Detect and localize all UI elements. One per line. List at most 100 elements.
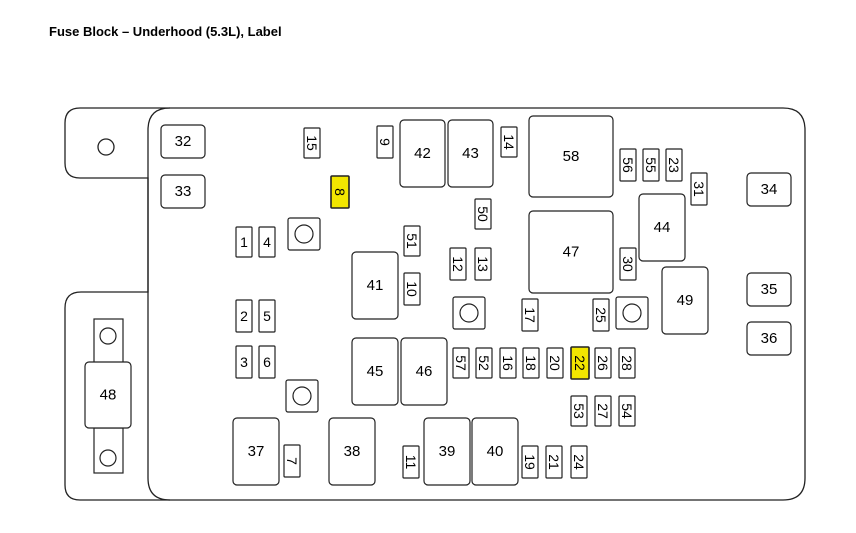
fuse-33-label: 33 [175,183,192,200]
fuse-2-label: 2 [240,308,248,324]
fuse-17-body [521,298,539,332]
bolt-stud [615,296,649,330]
fuse-1: 1 [235,226,253,258]
fuse-33-body [160,174,206,209]
fuse-4-body [258,226,276,258]
fuse-12-label: 12 [450,256,466,272]
fuse-21: 21 [545,445,563,479]
fuse-2-body [235,299,253,333]
fuse-44-label: 44 [654,219,671,236]
fuse-42-body [399,119,446,188]
fuse-48: 48 [84,361,132,429]
diagram-title: Fuse Block – Underhood (5.3L), Label [49,24,282,39]
fuse-56: 56 [619,148,637,182]
bolt-stud [452,296,486,330]
fuse-13-label: 13 [475,256,491,272]
fuse-3-body [235,345,253,379]
fuse-39-label: 39 [439,443,456,460]
fuse-54-body [618,395,636,427]
fuse-5: 5 [258,299,276,333]
fuse-20-label: 20 [547,355,563,371]
fuse-7: 7 [283,444,301,478]
fuse-58-label: 58 [563,148,580,165]
fuse-18: 18 [522,347,540,379]
fuse-47-body [528,210,614,294]
fuse-8: 8 [330,175,350,209]
fuse-14: 14 [500,126,518,158]
fuse-31-body [690,172,708,206]
fuse-43-label: 43 [462,145,479,162]
fuse-43-body [447,119,494,188]
fuse-21-label: 21 [546,454,562,470]
fuse-49-label: 49 [677,292,694,309]
fuse-12-body [449,247,467,281]
bolt-stud [287,217,321,251]
fuse-57-label: 57 [453,355,469,371]
fuse-20: 20 [546,347,564,379]
fuse-30-body [619,247,637,281]
fuse-47: 47 [528,210,614,294]
bolt-stud [285,379,319,413]
fuse-54: 54 [618,395,636,427]
fuse-42: 42 [399,119,446,188]
fuse-52-label: 52 [476,355,492,371]
fuse-52-body [475,347,493,379]
fuse-27-body [594,395,612,427]
fuse-17-label: 17 [522,307,538,323]
fuse-24: 24 [570,445,588,479]
fuse-10-label: 10 [404,281,420,297]
fuse-55-body [642,148,660,182]
fuse-6: 6 [258,345,276,379]
fuse-13: 13 [474,247,492,281]
fuse-28-label: 28 [619,355,635,371]
fuse-20-body [546,347,564,379]
fuse-38-body [328,417,376,486]
fuse-41: 41 [351,251,399,320]
fuse-5-label: 5 [263,308,271,324]
fuse-1-body [235,226,253,258]
fuse-3: 3 [235,345,253,379]
fuse-54-label: 54 [619,403,635,419]
fuse-11-label: 11 [403,455,419,470]
fuse-25: 25 [592,298,610,332]
fuse-3-label: 3 [240,354,248,370]
fuse-19: 19 [521,445,539,479]
fuse-28-body [618,347,636,379]
fuse-57: 57 [452,347,470,379]
fuse-6-body [258,345,276,379]
fuse-55-label: 55 [643,157,659,173]
fuse-26-body [594,347,612,379]
fuse-49-body [661,266,709,335]
fuse-11: 11 [402,445,420,479]
fuse-31-label: 31 [691,181,707,197]
fuse-8-body [330,175,350,209]
fuse-22-body [570,346,590,380]
fuse-53-label: 53 [571,403,587,419]
fuse-28: 28 [618,347,636,379]
fuse-22: 22 [570,346,590,380]
fuse-19-label: 19 [522,454,538,470]
fuse-10: 10 [403,272,421,306]
fuse-8-label: 8 [332,188,348,196]
fuse-58-body [528,115,614,198]
fuse-44-body [638,193,686,262]
fuse-56-body [619,148,637,182]
fuse-42-label: 42 [414,145,431,162]
fuse-22-label: 22 [572,355,588,371]
fuse-10-body [403,272,421,306]
fuse-51: 51 [403,225,421,257]
fuse-34: 34 [746,172,792,207]
fuse-48-label: 48 [100,387,117,404]
fuse-35: 35 [746,272,792,307]
fuse-6-label: 6 [263,354,271,370]
fuse-24-label: 24 [571,454,587,470]
fuse-27: 27 [594,395,612,427]
fuse-9: 9 [376,125,394,159]
fuse-26: 26 [594,347,612,379]
fuse-44: 44 [638,193,686,262]
fuse-39: 39 [423,417,471,486]
fuse-19-body [521,445,539,479]
fuse-16-label: 16 [500,355,516,371]
fuse-39-body [423,417,471,486]
